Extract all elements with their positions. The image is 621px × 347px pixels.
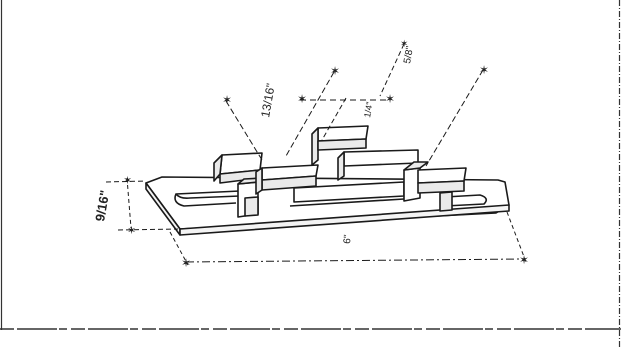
mark: ✶ — [519, 253, 529, 267]
outer-right-label: 5/8" — [402, 45, 416, 65]
right-rail-top — [343, 149, 419, 167]
mark: ✶ — [330, 64, 340, 78]
thickness-dim-line — [126, 177, 132, 229]
dimension-lines — [105, 43, 527, 266]
mark: ✶ — [123, 175, 132, 187]
base-plate-side — [179, 204, 510, 236]
mark: ✶ — [297, 92, 307, 106]
outer-dim-line — [425, 69, 484, 167]
fixture-part — [145, 125, 510, 236]
mark: ✶ — [385, 92, 395, 106]
mark: ✶ — [181, 256, 191, 270]
dimension-marks: ✶ ✶ ✶ ✶ ✶ ✶ ✶ ✶ ✶ ✶ — [123, 39, 529, 270]
mark: ✶ — [222, 93, 232, 107]
length-dim-line — [185, 258, 525, 263]
slot-width-label: 13/16" — [258, 82, 278, 118]
right-slot — [444, 194, 488, 207]
left-tab — [244, 196, 259, 217]
mark: ✶ — [479, 63, 489, 77]
thickness-label: 9/16" — [92, 189, 112, 223]
mark: ✶ — [400, 39, 408, 50]
inner-small-label: 1/4" — [362, 101, 375, 118]
mark: ✶ — [127, 225, 136, 237]
left-slot — [175, 190, 241, 199]
slot-width-dim-line — [225, 100, 263, 161]
length-label: 6" — [342, 234, 354, 244]
right-tab — [439, 191, 453, 212]
